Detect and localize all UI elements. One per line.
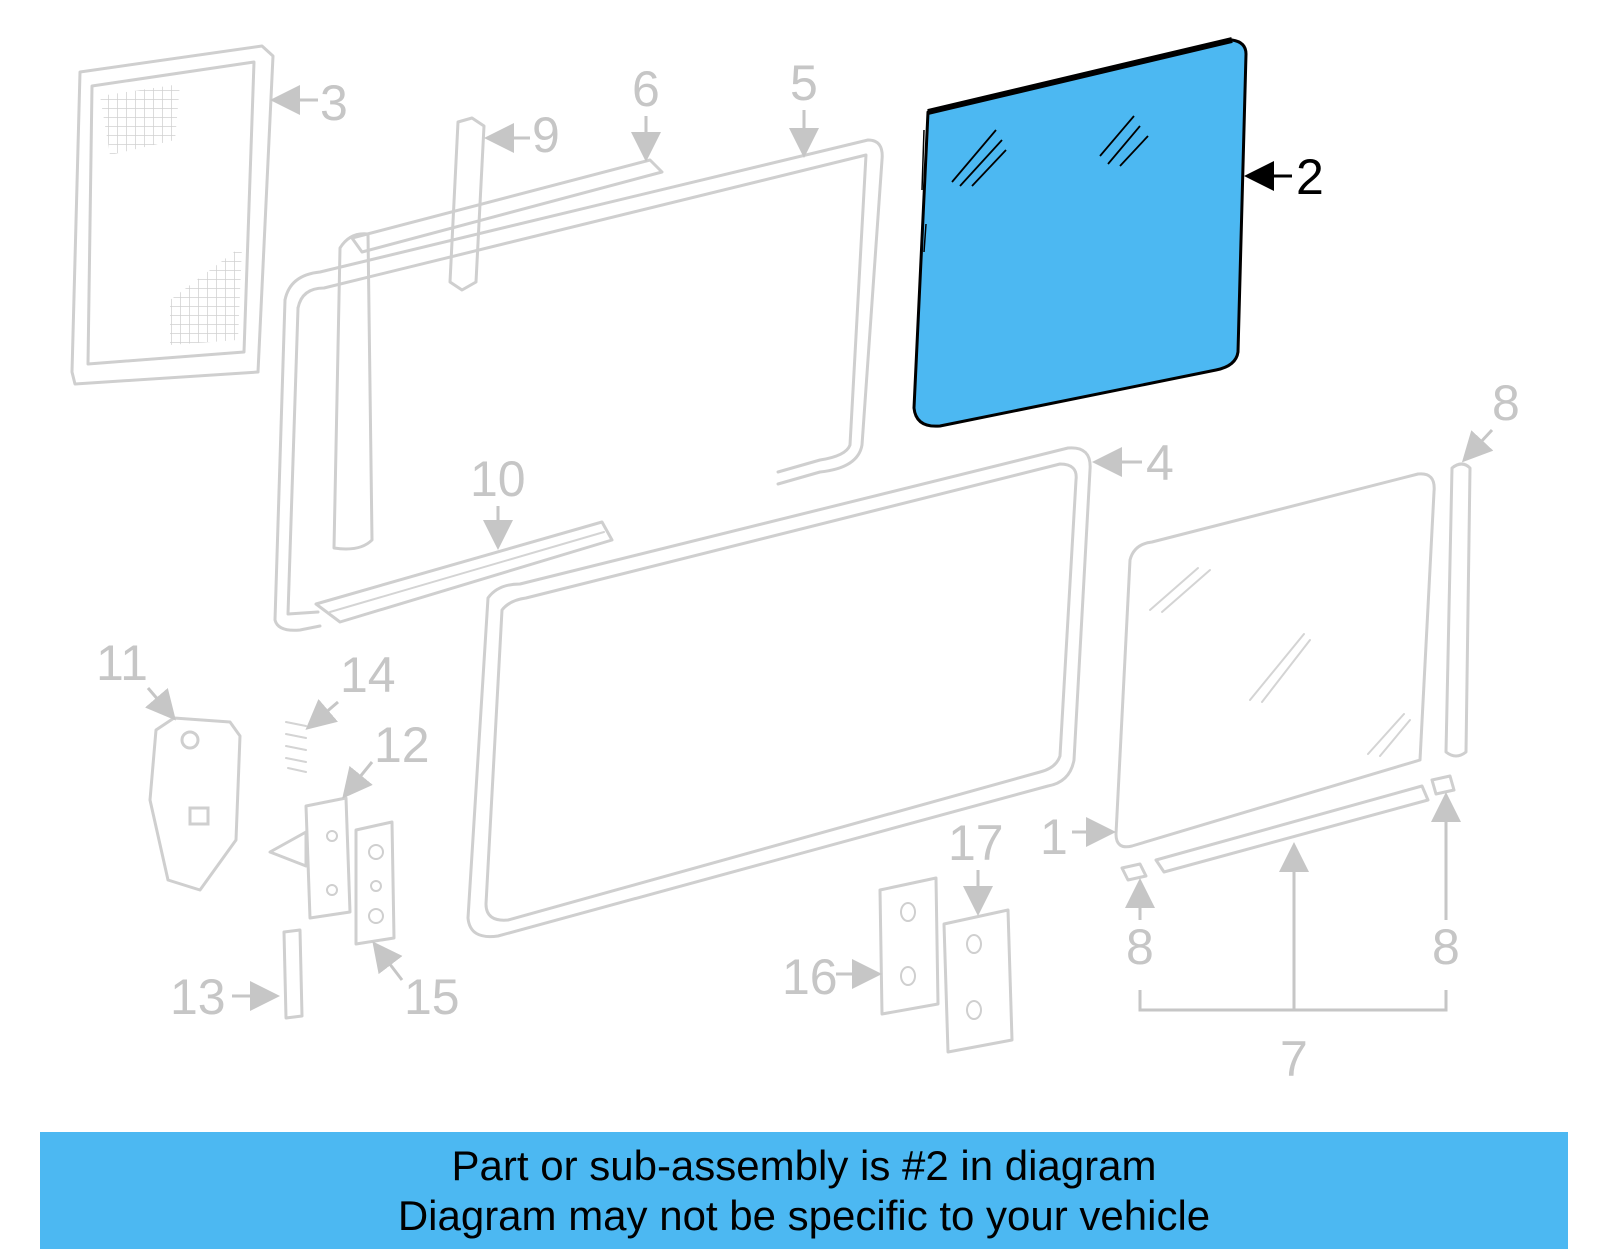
info-banner: Part or sub-assembly is #2 in diagram Di… (40, 1132, 1568, 1249)
part-17-pad (878, 876, 940, 1016)
callout-label: 8 (1492, 375, 1520, 431)
part-18-pad (942, 908, 1014, 1054)
callout-label-active: 2 (1296, 149, 1324, 205)
part-4-frame (466, 446, 1092, 939)
callout-label: 12 (374, 717, 430, 773)
callout-label: 8 (1126, 919, 1154, 975)
part-16-plate (354, 820, 396, 946)
parts-diagram: 3 9 6 5 2 4 8 10 1 11 14 12 13 15 16 17 … (70, 37, 1520, 1087)
part-2-glass-highlighted (912, 37, 1248, 428)
callout-label: 17 (948, 815, 1004, 871)
part-14-pin (282, 928, 304, 1020)
callout-label: 4 (1146, 435, 1174, 491)
callout-label: 15 (404, 969, 460, 1025)
part-12-latch (148, 716, 242, 892)
callout-label: 10 (470, 451, 526, 507)
callout-label: 13 (170, 969, 226, 1025)
part-8-block-right (1430, 774, 1456, 796)
callout-label: 5 (790, 55, 818, 111)
callout-label: 9 (532, 107, 560, 163)
part-13-hinge (268, 796, 352, 920)
callout-label: 6 (632, 61, 660, 117)
callout-label: 8 (1432, 919, 1460, 975)
part-7-rail (1154, 784, 1430, 874)
part-1-glass (1114, 472, 1436, 849)
part-8-block-left (1120, 862, 1148, 882)
part-15-spring (285, 721, 307, 773)
banner-line-1: Part or sub-assembly is #2 in diagram (451, 1141, 1157, 1189)
part-10-channel (448, 116, 486, 292)
callout-label: 7 (1280, 1031, 1308, 1087)
banner-line-2: Diagram may not be specific to your vehi… (397, 1191, 1211, 1239)
part-5-weatherstrip (273, 138, 884, 632)
part-3-screen (70, 44, 275, 386)
callout-label: 1 (1040, 809, 1068, 865)
part-5-inner-seal (332, 232, 374, 551)
part-6-run-channel (350, 158, 664, 254)
callout-label: 11 (96, 635, 148, 691)
callout-label: 16 (782, 949, 838, 1005)
part-9-strip (1444, 462, 1472, 758)
callout-label: 14 (340, 647, 396, 703)
callout-label: 3 (320, 75, 348, 131)
